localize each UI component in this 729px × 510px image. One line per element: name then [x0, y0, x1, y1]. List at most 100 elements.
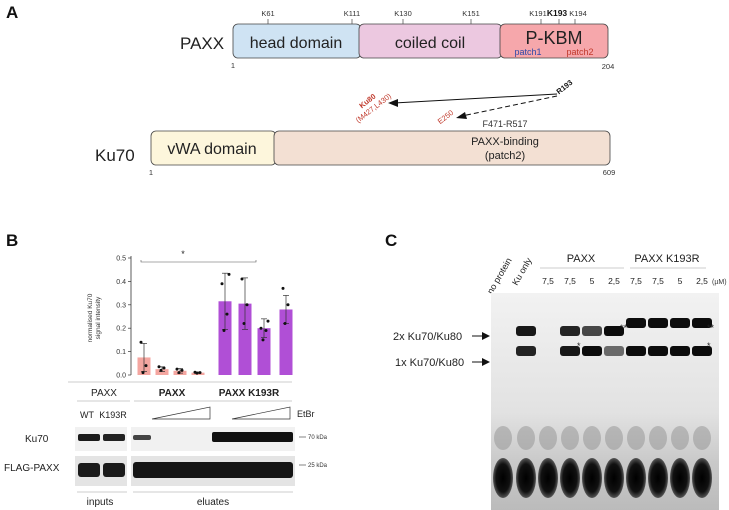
data-point: [261, 338, 265, 342]
paxx-end: 204: [602, 62, 615, 71]
complex-band-2x: [560, 326, 580, 336]
residue-k193: K193: [547, 8, 568, 18]
concentration-label: 7,5: [564, 276, 576, 286]
arrow-1x-head: [482, 358, 490, 366]
pkbm-box: [499, 23, 609, 59]
header-paxx: PAXX: [159, 388, 186, 399]
concentration-label: 5: [590, 276, 595, 286]
header-paxx-inputs: PAXX: [91, 388, 117, 399]
paxx-binding-box: [273, 130, 611, 166]
y-tick-label: 0.4: [116, 279, 126, 286]
probe-smear: [494, 426, 512, 450]
paxx-start: 1: [231, 61, 235, 70]
free-probe-band: [560, 458, 580, 498]
data-point: [157, 365, 161, 369]
group-paxx-k193r: PAXX K193R: [634, 253, 699, 265]
band-label-2x: 2x Ku70/Ku80: [393, 331, 462, 343]
free-probe-band: [604, 458, 624, 498]
group-paxx: PAXX: [567, 253, 596, 265]
bar-chart: normalised Ku70 signal intensity 0.00.10…: [87, 249, 293, 380]
complex-band-2x: [582, 326, 602, 336]
concentration-label: 2,5: [696, 276, 708, 286]
paxx-binding-label: PAXX-binding: [471, 136, 539, 148]
data-point: [175, 367, 179, 371]
concentration-label: 2,5: [608, 276, 620, 286]
patch2-region-label: (patch2): [485, 150, 525, 162]
bar: [238, 303, 252, 375]
band-label-1x: 1x Ku70/Ku80: [395, 357, 464, 369]
data-point: [286, 303, 290, 307]
probe-smear: [539, 426, 557, 450]
r193-label: R193: [555, 78, 575, 96]
complex-band-2x: [626, 318, 646, 328]
y-axis-label-line2: signal intensity: [95, 296, 102, 339]
footer-eluates: eluates: [197, 497, 229, 508]
bar: [218, 301, 232, 375]
footer-inputs: inputs: [87, 497, 114, 508]
y-tick-label: 0.1: [116, 349, 126, 356]
row-label-ku70: Ku70: [25, 434, 49, 445]
y-tick-label: 0.3: [116, 302, 126, 309]
y-tick-label: 0.2: [116, 326, 126, 333]
residue-k191: K191: [529, 9, 547, 18]
data-point: [222, 329, 226, 333]
concentration-label: 7,5: [652, 276, 664, 286]
complex-band-1x: [560, 346, 580, 356]
data-point: [193, 370, 197, 374]
lane-wt: WT: [80, 410, 94, 420]
complex-band-2x: [648, 318, 668, 328]
residue-k61: K61: [261, 9, 274, 18]
data-point: [242, 322, 246, 326]
free-probe-band: [626, 458, 646, 498]
complex-band-2x: [670, 318, 690, 328]
mark-single-k193r: *: [707, 341, 711, 351]
lane-no-protein: no protein: [485, 256, 514, 296]
emsa-gel: [491, 293, 719, 510]
head-domain-label: head domain: [250, 35, 343, 52]
y-axis-label-line1: normalised Ku70: [87, 293, 94, 342]
free-probe-band: [516, 458, 536, 498]
complex-band-1x: [604, 346, 624, 356]
complex-band-1x: [670, 346, 690, 356]
complex-band-1x: [582, 346, 602, 356]
ku70-bands: [78, 432, 293, 442]
patch1-label: patch1: [514, 47, 541, 57]
concentration-label: 7,5: [630, 276, 642, 286]
panel-b-letter: B: [6, 231, 18, 250]
residue-k111: K111: [344, 9, 360, 18]
probe-smear: [627, 426, 645, 450]
concentration-label: 7,5: [542, 276, 554, 286]
data-point: [240, 277, 244, 281]
probe-smear: [561, 426, 579, 450]
data-point: [162, 366, 166, 370]
pkbm-label: P-KBM: [525, 28, 582, 48]
bar: [257, 328, 271, 375]
concentration-label: 5: [678, 276, 683, 286]
data-point: [139, 340, 143, 344]
data-point: [198, 371, 202, 375]
free-probe-band: [538, 458, 558, 498]
vwa-domain-label: vWA domain: [167, 141, 256, 158]
etbr-gradient-wedge-k193r: [231, 406, 291, 420]
mark-double-k193r: **: [707, 323, 715, 333]
marker-70kda: 70 kDa: [308, 435, 328, 441]
data-point: [283, 322, 287, 326]
ku70-label: Ku70: [95, 146, 135, 165]
residue-k130: K130: [394, 9, 412, 18]
arrow-2x-head: [482, 332, 490, 340]
complex-band-1x: [626, 346, 646, 356]
marker-25kda: 25 kDa: [308, 463, 328, 469]
paxx-label: PAXX: [180, 34, 224, 53]
conc-unit: (µM): [712, 279, 727, 286]
residue-k194: K194: [569, 9, 587, 18]
lane-ku-only: Ku only: [510, 256, 534, 287]
panel-c-letter: C: [385, 231, 397, 250]
probe-smear: [583, 426, 601, 450]
data-point: [180, 368, 184, 372]
complex-band-1x: [648, 346, 668, 356]
etbr-label: EtBr: [297, 409, 315, 419]
etbr-gradient-wedge-paxx: [151, 406, 211, 420]
ku70-start: 1: [149, 168, 153, 177]
complex-band-2x: [516, 326, 536, 336]
probe-smear: [671, 426, 689, 450]
